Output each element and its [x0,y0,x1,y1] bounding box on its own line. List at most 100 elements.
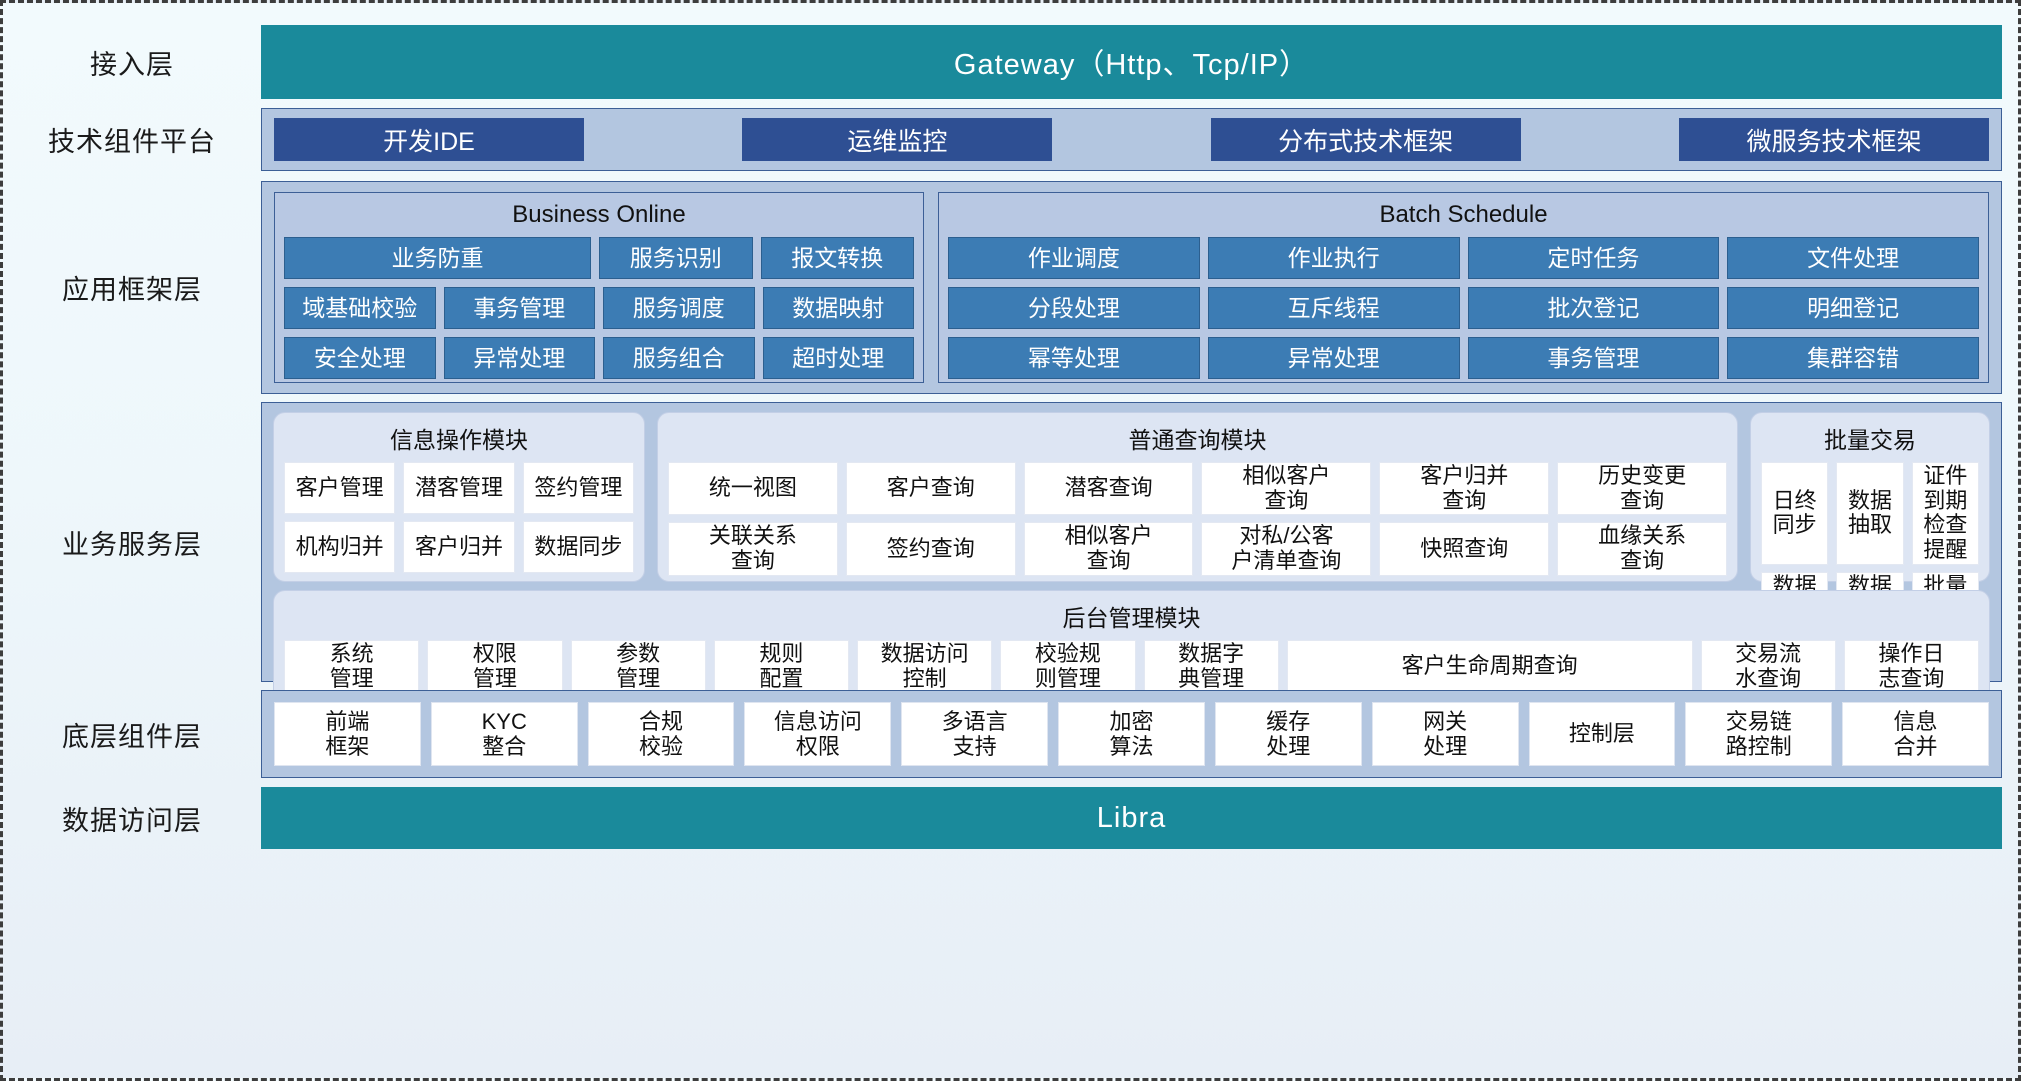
service-cell[interactable]: 客户管理 [284,462,396,514]
service-cell[interactable]: 快照查询 [1379,522,1550,576]
bottom-component-cell[interactable]: 多语言支持 [901,702,1049,766]
layer-business-service: 业务服务层 信息操作模块客户管理潜客管理签约管理机构归并客户归并数据同步 普通查… [3,402,2018,703]
module-batch-transaction: 批量交易日终同步数据抽取证件到期检查提醒数据转换数据装载批量开户 [1750,412,1990,625]
framework-cell[interactable]: 幂等处理 [948,337,1200,379]
framework-cell[interactable]: 服务识别 [599,237,753,279]
group-rows: 业务防重服务识别报文转换域基础校验事务管理服务调度数据映射安全处理异常处理服务组… [284,237,914,379]
service-cell[interactable]: 客户归并 [403,521,515,573]
framework-cell[interactable]: 报文转换 [760,237,914,279]
framework-cell[interactable]: 互斥线程 [1207,287,1460,329]
framework-cell[interactable]: 服务调度 [603,287,755,329]
framework-cell[interactable]: 服务组合 [603,337,755,379]
backend-cell[interactable]: 操作日志查询 [1843,640,1979,694]
layer-label-bottom-component: 底层组件层 [62,721,202,752]
layer-data-access: 数据访问层 Libra [3,787,2018,849]
backend-cell[interactable]: 规则配置 [713,640,849,694]
bottom-component-cell[interactable]: 交易链路控制 [1685,702,1833,766]
service-cell[interactable]: 签约管理 [522,462,634,514]
service-cell[interactable]: 统一视图 [668,462,838,516]
backend-cell[interactable]: 数据访问控制 [857,640,993,694]
service-row: 机构归并客户归并数据同步 [284,521,634,573]
tech-button-0[interactable]: 开发IDE [274,118,584,161]
module-title: 普通查询模块 [1128,427,1267,453]
service-cell[interactable]: 数据抽取 [1836,462,1904,565]
service-cell[interactable]: 日终同步 [1761,462,1829,565]
framework-cell[interactable]: 事务管理 [443,287,595,329]
tech-button-row: 开发IDE 运维监控 分布式技术框架 微服务技术框架 [274,118,1989,161]
bottom-component-cell[interactable]: 前端框架 [274,702,421,766]
framework-cell[interactable]: 分段处理 [948,287,1200,329]
backend-cell[interactable]: 权限管理 [427,640,563,694]
framework-cell[interactable]: 异常处理 [443,337,595,379]
bottom-component-cell[interactable]: 信息合并 [1842,702,1989,766]
bottom-component-cell[interactable]: 控制层 [1528,702,1676,766]
service-cell[interactable]: 历史变更查询 [1557,462,1727,516]
layer-access: 接入层 Gateway（Http、Tcp/IP） [3,25,2018,99]
framework-cell[interactable]: 超时处理 [762,337,914,379]
framework-cell[interactable]: 集群容错 [1727,337,1979,379]
module-info-operation: 信息操作模块客户管理潜客管理签约管理机构归并客户归并数据同步 [273,412,645,582]
bottom-component-cell[interactable]: 合规校验 [587,702,735,766]
bottom-component-cell[interactable]: 网关处理 [1371,702,1519,766]
framework-cell[interactable]: 业务防重 [284,237,591,279]
libra-bar: Libra [261,787,2002,849]
layer-tech-platform: 技术组件平台 开发IDE 运维监控 分布式技术框架 微服务技术框架 [3,108,2018,171]
service-cell[interactable]: 机构归并 [284,521,396,573]
service-cell[interactable]: 关联关系查询 [668,522,838,576]
framework-cell[interactable]: 文件处理 [1727,237,1979,279]
service-row: 统一视图客户查询潜客查询相似客户查询客户归并查询历史变更查询 [668,462,1727,516]
framework-cell[interactable]: 域基础校验 [284,287,436,329]
service-cell[interactable]: 数据同步 [522,521,634,573]
layer-label-tech-platform: 技术组件平台 [48,127,216,157]
service-cell[interactable]: 潜客查询 [1023,462,1194,516]
framework-row: 作业调度作业执行定时任务文件处理 [948,237,1979,279]
framework-cell[interactable]: 安全处理 [284,337,436,379]
framework-row: 域基础校验事务管理服务调度数据映射 [284,287,914,329]
framework-cell[interactable]: 作业调度 [948,237,1200,279]
tech-button-1[interactable]: 运维监控 [742,118,1053,161]
framework-cell[interactable]: 异常处理 [1207,337,1460,379]
module-rows: 统一视图客户查询潜客查询相似客户查询客户归并查询历史变更查询关联关系查询签约查询… [668,462,1727,576]
framework-cell[interactable]: 批次登记 [1467,287,1720,329]
bottom-component-cell[interactable]: 信息访问权限 [744,702,892,766]
backend-cell[interactable]: 校验规则管理 [1000,640,1136,694]
service-cell[interactable]: 客户查询 [845,462,1016,516]
bottom-component-cell[interactable]: 缓存处理 [1214,702,1362,766]
framework-cell[interactable]: 数据映射 [762,287,914,329]
tech-button-2[interactable]: 分布式技术框架 [1210,118,1521,161]
tech-button-3[interactable]: 微服务技术框架 [1678,118,1989,161]
module-title: 批量交易 [1824,427,1916,453]
framework-row: 幂等处理异常处理事务管理集群容错 [948,337,1979,379]
framework-cell[interactable]: 事务管理 [1467,337,1720,379]
service-cell[interactable]: 相似客户查询 [1023,522,1194,576]
service-cell[interactable]: 血缘关系查询 [1557,522,1727,576]
framework-cell[interactable]: 定时任务 [1467,237,1720,279]
service-cell[interactable]: 客户归并查询 [1379,462,1550,516]
group-rows: 作业调度作业执行定时任务文件处理分段处理互斥线程批次登记明细登记幂等处理异常处理… [948,237,1979,379]
backend-cell[interactable]: 数据字典管理 [1143,640,1279,694]
module-common-query: 普通查询模块统一视图客户查询潜客查询相似客户查询客户归并查询历史变更查询关联关系… [657,412,1738,582]
module-rows: 客户管理潜客管理签约管理机构归并客户归并数据同步 [284,462,634,573]
framework-row: 分段处理互斥线程批次登记明细登记 [948,287,1979,329]
module-title: 后台管理模块 [1062,605,1201,631]
backend-cell[interactable]: 系统管理 [284,640,420,694]
service-cell[interactable]: 对私/公客户清单查询 [1201,522,1372,576]
framework-cell[interactable]: 作业执行 [1207,237,1460,279]
backend-cell[interactable]: 参数管理 [570,640,706,694]
backend-cell[interactable]: 客户生命周期查询 [1286,640,1693,694]
framework-row: 安全处理异常处理服务组合超时处理 [284,337,914,379]
bottom-component-cell[interactable]: 加密算法 [1058,702,1205,766]
service-cell[interactable]: 证件到期检查提醒 [1911,462,1979,565]
framework-cell[interactable]: 明细登记 [1727,287,1979,329]
service-row: 关联关系查询签约查询相似客户查询对私/公客户清单查询快照查询血缘关系查询 [668,522,1727,576]
service-cell[interactable]: 签约查询 [845,522,1016,576]
framework-row: 业务防重服务识别报文转换 [284,237,914,279]
service-cell[interactable]: 相似客户查询 [1201,462,1372,516]
service-cell[interactable]: 潜客管理 [403,462,515,514]
backend-cell[interactable]: 交易流水查询 [1700,640,1836,694]
